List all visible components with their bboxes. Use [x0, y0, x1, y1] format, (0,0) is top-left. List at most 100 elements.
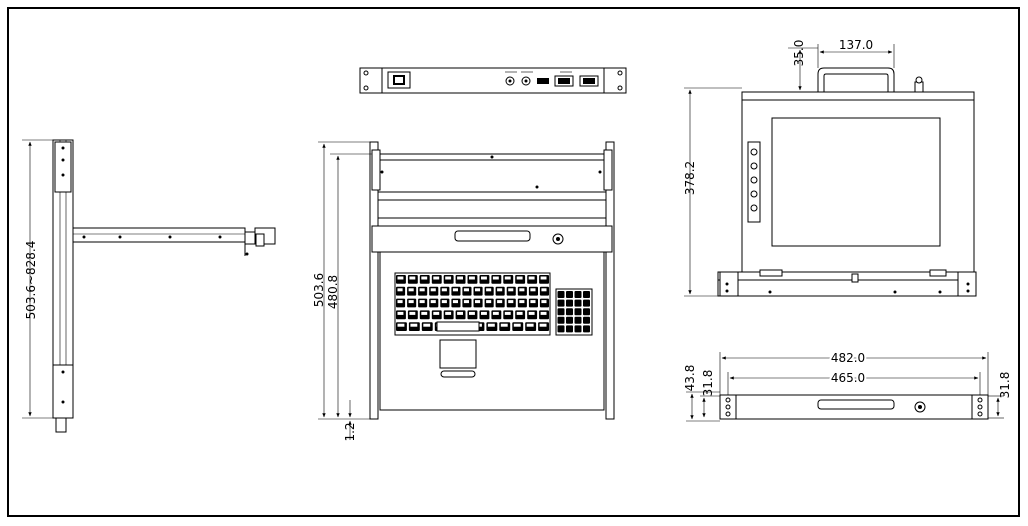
keyboard-key-legend — [433, 276, 440, 280]
keyboard-key-legend — [452, 288, 458, 292]
keyboard-key-legend — [397, 300, 403, 304]
keyboard-key-legend — [540, 311, 547, 315]
keyboard-key-legend — [508, 300, 514, 304]
keyboard-key-legend — [486, 300, 492, 304]
numpad-key — [574, 291, 582, 298]
keyboard-key-legend — [516, 276, 523, 280]
dim-unit-height-total: 43.8 — [683, 365, 697, 392]
keyboard-key-legend — [528, 311, 535, 315]
keyboard-key-legend — [409, 276, 416, 280]
keyboard-key-legend — [530, 288, 536, 292]
dim-monitor-height: 378.2 — [683, 161, 697, 195]
keyboard-key-legend — [457, 311, 463, 315]
keyboard-key-legend — [423, 323, 431, 327]
numpad-key — [574, 299, 582, 307]
keyboard-key-legend — [500, 323, 508, 327]
numpad-keys — [557, 291, 590, 333]
keyboard-key-legend — [530, 300, 536, 304]
dim-unit-height-right: 31.8 — [998, 372, 1012, 399]
dim-monitor-handle-height: 35.0 — [792, 40, 806, 67]
numpad-key — [583, 308, 590, 316]
dim-side-depth: 503.6~828.4 — [24, 241, 38, 320]
keyboard-key-legend — [445, 311, 452, 315]
keyboard-key-legend — [541, 300, 547, 304]
numpad-key — [557, 291, 565, 298]
keyboard-key-legend — [504, 276, 511, 280]
keyboard-key-legend — [419, 300, 425, 304]
numpad-key — [583, 316, 590, 324]
keyboard-key-legend — [469, 276, 475, 280]
numpad-key — [557, 299, 565, 307]
keyboard-key-legend — [539, 323, 547, 327]
keyboard-key-legend — [486, 288, 492, 292]
numpad-key — [557, 325, 565, 333]
keyboard-key-legend — [540, 276, 547, 280]
numpad-key — [566, 299, 573, 307]
keyboard-key-legend — [475, 288, 481, 292]
numpad-key — [566, 291, 573, 298]
numpad-key — [566, 325, 573, 333]
dim-rack-width-inner: 465.0 — [831, 371, 865, 385]
keyboard-key-legend — [481, 276, 487, 280]
keyboard-key-legend — [504, 311, 511, 315]
numpad-key — [583, 299, 590, 307]
keyboard-key-legend — [519, 288, 525, 292]
keyboard-key-legend — [497, 288, 503, 292]
dim-monitor-handle-width: 137.0 — [839, 38, 873, 52]
numpad-key — [574, 308, 582, 316]
keyboard-key-legend — [513, 323, 521, 327]
dim-front-inner-depth: 480.8 — [326, 275, 340, 309]
keyboard-key-legend — [397, 323, 405, 327]
keyboard-key-legend — [408, 288, 414, 292]
keyboard-key-legend — [516, 311, 523, 315]
keyboard-key-legend — [397, 311, 404, 315]
numpad-key — [583, 291, 590, 298]
rear-view — [359, 67, 627, 94]
keyboard-key-legend — [463, 288, 469, 292]
keyboard-key-legend — [497, 300, 503, 304]
keyboard-key-legend — [419, 288, 425, 292]
numpad-key — [583, 325, 590, 333]
keyboard-key-legend — [408, 300, 414, 304]
keyboard-key-legend — [492, 276, 499, 280]
keyboard-key-legend — [421, 311, 428, 315]
keyboard-key-legend — [457, 276, 463, 280]
keyboard-key-legend — [481, 311, 487, 315]
side-view: 503.6~828.4 — [22, 139, 276, 433]
keyboard-key-legend — [508, 288, 514, 292]
dim-front-bottom-gap: 1.2 — [343, 422, 357, 441]
dim-unit-height-left: 31.8 — [701, 370, 715, 397]
keyboard-key-legend — [528, 276, 535, 280]
keyboard-key-legend — [519, 300, 525, 304]
dim-front-total-depth: 503.6 — [312, 273, 326, 307]
keyboard-key-legend — [430, 288, 436, 292]
keyboard-key-legend — [441, 288, 447, 292]
keyboard-key-legend — [492, 311, 499, 315]
keyboard-key-legend — [526, 323, 534, 327]
numpad-key — [566, 308, 573, 316]
front-view: 503.6 480.8 1.2 — [312, 141, 615, 442]
keyboard-key-legend — [452, 300, 458, 304]
keyboard-key-legend — [463, 300, 469, 304]
numpad-key — [566, 316, 573, 324]
keyboard-key-legend — [421, 276, 428, 280]
numpad-key — [574, 325, 582, 333]
keyboard-key-legend — [469, 311, 475, 315]
drawing-border — [7, 7, 1020, 517]
keyboard-key-legend — [541, 288, 547, 292]
dim-rack-width-total: 482.0 — [831, 351, 865, 365]
numpad-key — [557, 308, 565, 316]
keyboard-key-legend — [410, 323, 418, 327]
space-bar — [436, 321, 480, 332]
keyboard-key-legend — [433, 311, 440, 315]
keyboard-key-legend — [397, 288, 403, 292]
keyboard-keys — [396, 275, 549, 332]
monitor-view: 35.0 137.0 378.2 — [683, 38, 977, 297]
keyboard-key-legend — [475, 300, 481, 304]
keyboard-key-legend — [445, 276, 452, 280]
keyboard-key-legend — [430, 300, 436, 304]
keyboard-key-legend — [487, 323, 495, 327]
keyboard-key-legend — [397, 276, 404, 280]
